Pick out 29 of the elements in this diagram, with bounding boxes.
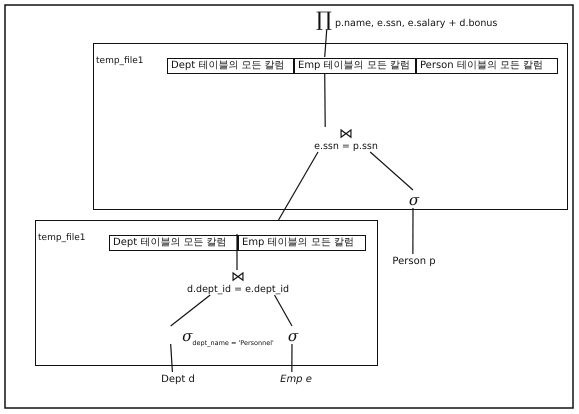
join-condition: e.ssn = p.ssn [313, 141, 379, 153]
relation-label: Person p [386, 254, 442, 270]
join-symbol: ⋈ [230, 271, 246, 284]
file-name-label: temp_file1 [38, 233, 86, 243]
connector-line [412, 208, 414, 254]
table-cell: Dept 테이블의 모든 칼럼 [109, 235, 238, 251]
join-symbol: ⋈ [338, 128, 354, 141]
file-name-label: temp_file1 [96, 56, 144, 66]
connector-line [170, 294, 211, 326]
table-cell: Emp 테이블의 모든 칼럼 [238, 235, 366, 251]
table-cell: Dept 테이블의 모든 칼럼 [167, 58, 294, 74]
temp-file-box [93, 43, 568, 210]
connector-line [370, 152, 414, 190]
relation-label: Dept d [150, 372, 206, 388]
connector-line [274, 294, 293, 326]
connector-line [324, 30, 328, 58]
relation-label: Emp e [270, 372, 322, 388]
temp-file-box [35, 220, 378, 366]
projection-operator: ∏ p.name, e.ssn, e.salary + d.bonus [316, 8, 530, 30]
table-cell: Emp 테이블의 모든 칼럼 [294, 58, 416, 74]
selection-operator: σ [406, 191, 422, 209]
connector-line [170, 344, 173, 372]
join-condition: d.dept_id = e.dept_id [186, 284, 290, 296]
table-cell: Person 테이블의 모든 칼럼 [416, 58, 558, 74]
connector-line [324, 73, 326, 127]
connector-line [236, 234, 238, 270]
connector-line [291, 344, 293, 372]
selection-operator: σ [285, 327, 301, 345]
connector-line [278, 152, 319, 220]
